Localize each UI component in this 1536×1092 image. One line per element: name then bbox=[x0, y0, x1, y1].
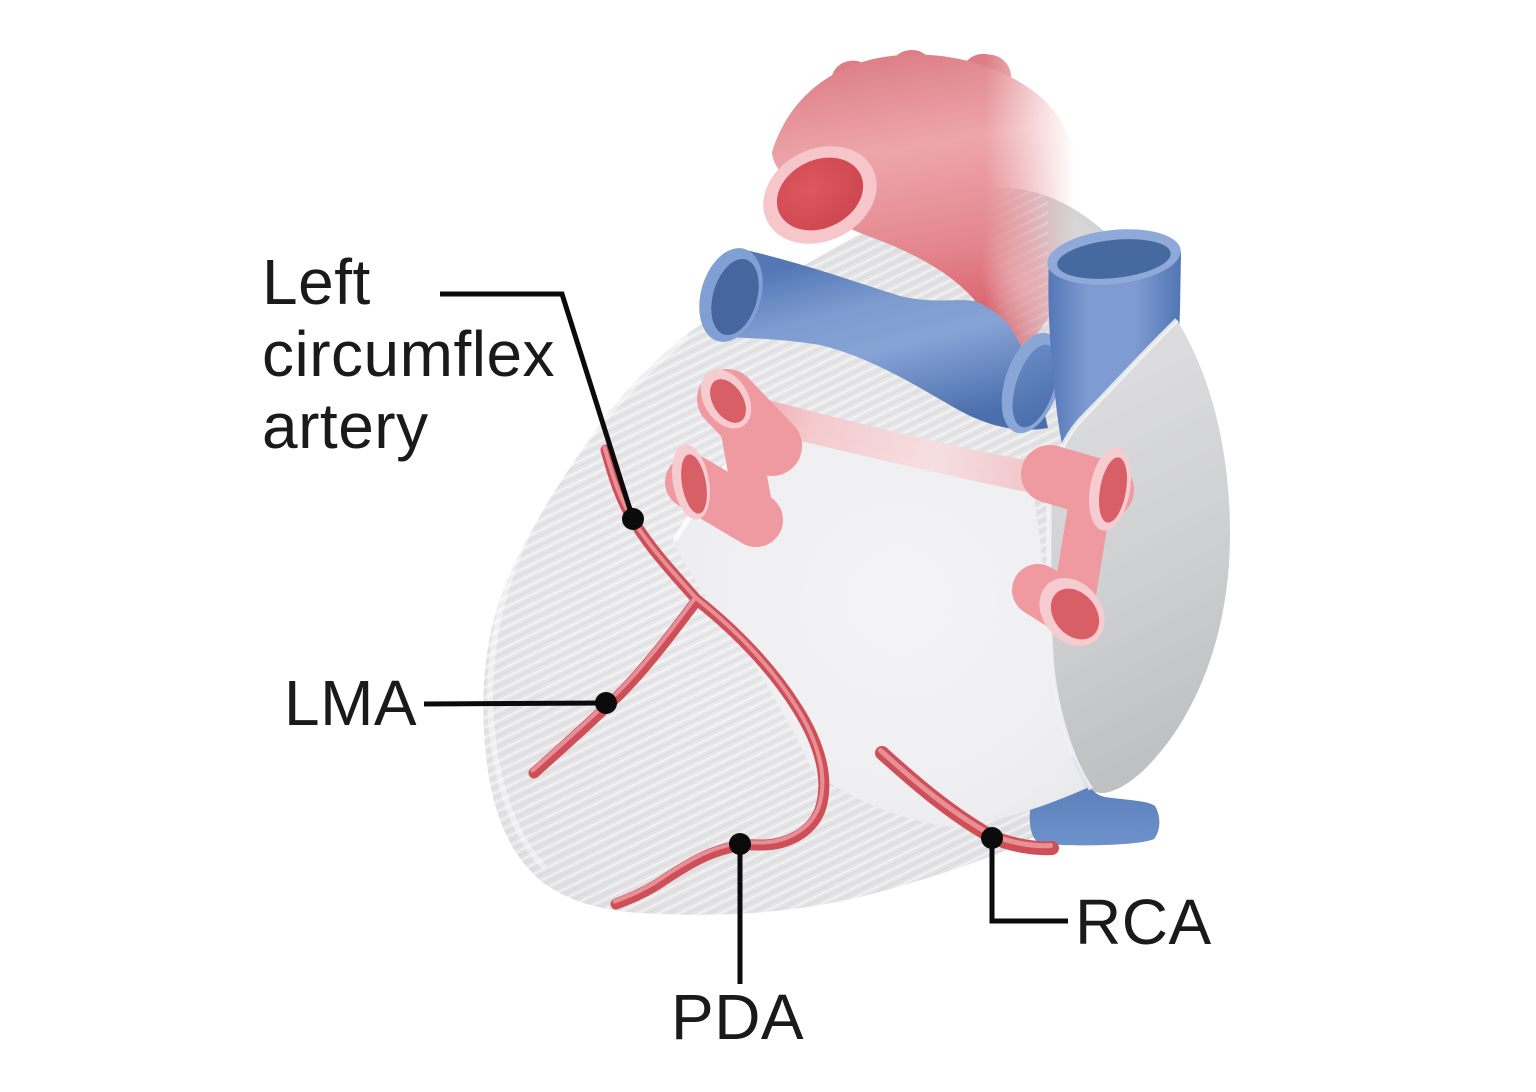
leader-line-rca bbox=[989, 848, 1068, 924]
left-marginal-artery-path bbox=[528, 594, 703, 779]
pulmonary-artery-tube bbox=[718, 249, 1048, 430]
coronary-arteries bbox=[528, 444, 1059, 910]
label-line: artery bbox=[262, 390, 429, 462]
pulmonary-veins-left bbox=[665, 369, 802, 547]
pulmonary-vein-left-lower-opening bbox=[672, 444, 710, 520]
right-atrium-edge-highlight bbox=[1046, 318, 1179, 791]
leader-dots bbox=[595, 508, 1003, 855]
leader-lines bbox=[423, 291, 1068, 984]
label-pda: PDA bbox=[671, 981, 805, 1053]
label-left-circumflex-artery: Left circumflex artery bbox=[262, 246, 555, 462]
right-atrium bbox=[1046, 318, 1231, 794]
leader-dot-rca bbox=[981, 827, 1003, 849]
pulmonary-vein-left-upper-opening bbox=[700, 369, 752, 429]
label-lma: LMA bbox=[284, 667, 418, 739]
label-line: circumflex bbox=[262, 318, 556, 390]
leader-dot-pda bbox=[729, 833, 751, 855]
pulmonary-artery-opening-left bbox=[699, 248, 763, 342]
aorta-cut-opening bbox=[763, 146, 877, 244]
pulmonary-vein-roof bbox=[742, 394, 1096, 507]
aorta-blush bbox=[978, 220, 1066, 340]
leader-dot-lma bbox=[595, 692, 617, 714]
leader-line-lcx bbox=[440, 291, 636, 520]
svc-cut-opening bbox=[1047, 229, 1181, 285]
left-edge-highlight bbox=[486, 333, 690, 871]
pulmonary-veins-right bbox=[1012, 445, 1134, 646]
leader-line-lma bbox=[423, 700, 607, 707]
pulmonary-vein-right-lower-opening bbox=[1039, 578, 1105, 646]
pulmonary-vein-right-upper-opening bbox=[1088, 447, 1132, 531]
pulmonary-artery bbox=[699, 248, 1063, 434]
label-line: Left bbox=[262, 246, 371, 318]
label-rca: RCA bbox=[1075, 886, 1212, 958]
leader-dot-lcx bbox=[622, 508, 644, 530]
pulmonary-artery-opening-right bbox=[1001, 332, 1063, 434]
